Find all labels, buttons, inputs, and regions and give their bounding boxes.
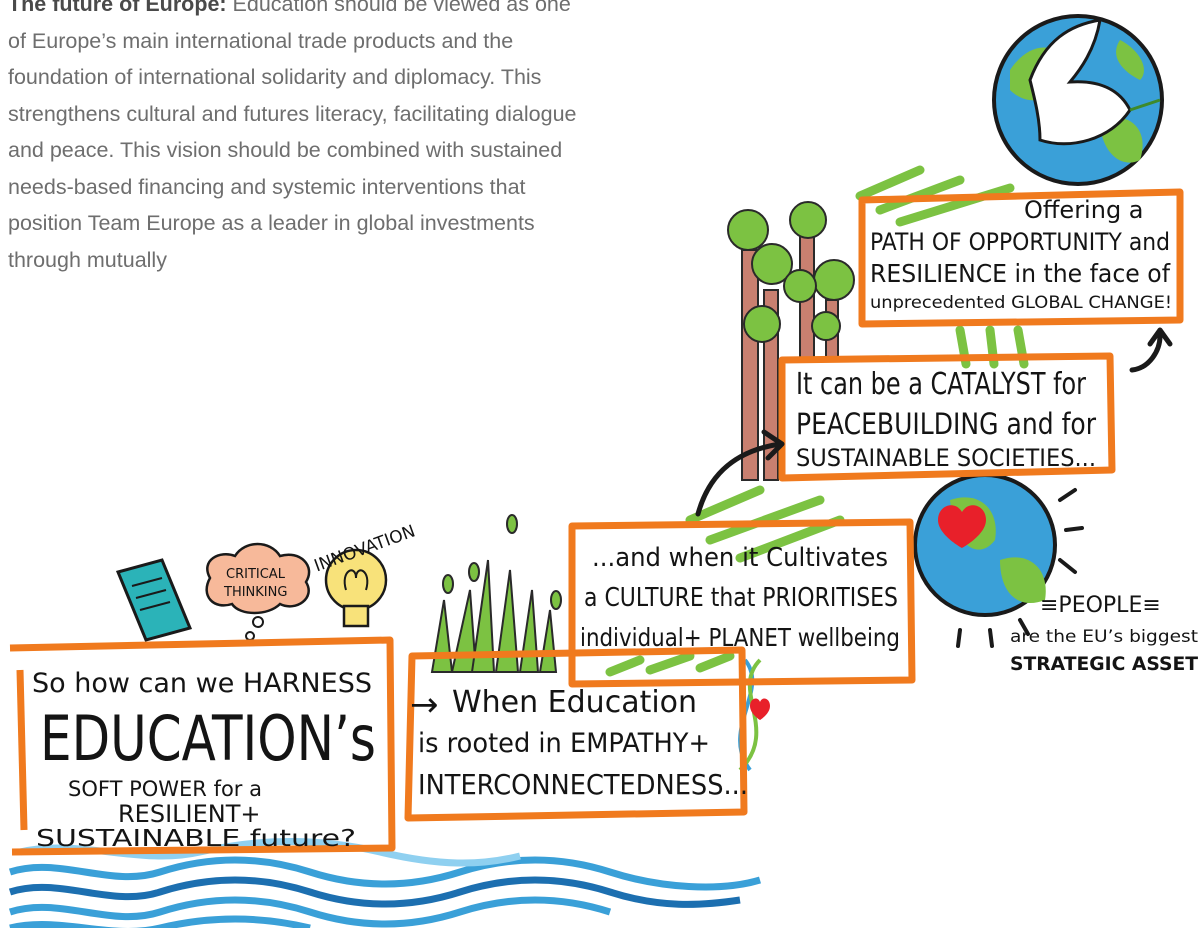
box4-line3: SUSTAINABLE SOCIETIES... [796, 444, 1096, 472]
box3-line1: ...and when it Cultivates [592, 543, 888, 573]
globe-icon [913, 473, 1084, 648]
heart-icon [938, 505, 986, 548]
box5-line4: unprecedented GLOBAL CHANGE! [870, 293, 1172, 313]
intro-paragraph: The future of Europe: Education should b… [8, 0, 578, 278]
thought-cloud-icon: CRITICAL THINKING [205, 542, 311, 641]
people-line3: STRATEGIC ASSET [1010, 653, 1198, 675]
box3-text: ...and when it Cultivates a CULTURE that… [580, 543, 900, 652]
box2-arrow: → [410, 685, 439, 725]
river-waves [8, 838, 762, 928]
box3-line2: a CULTURE that PRIORITISES [584, 583, 898, 613]
box4-line2: PEACEBUILDING and for [796, 407, 1096, 441]
box2-line1: When Education [452, 685, 697, 720]
thinking-label: THINKING [223, 585, 287, 600]
box1-text: So how can we HARNESS EDUCATION’s SOFT P… [32, 668, 376, 852]
people-line2: are the EU’s biggest [1010, 627, 1198, 647]
people-caption: ≡PEOPLE≡ are the EU’s biggest STRATEGIC … [1010, 593, 1198, 675]
people-line1: ≡PEOPLE≡ [1040, 593, 1161, 618]
box1-line1: So how can we HARNESS [32, 668, 372, 699]
box2-text: → When Education is rooted in EMPATHY+ I… [410, 685, 748, 801]
trees [727, 201, 855, 481]
green-stripes [605, 165, 1029, 677]
box4-line1: It can be a CATALYST for [796, 367, 1087, 402]
lightbulb-icon: INNOVATION [312, 521, 418, 628]
box3-line3: individual+ PLANET wellbeing [580, 623, 900, 652]
intro-lead: The future of Europe: [8, 0, 227, 16]
box2-line2: is rooted in EMPATHY+ [418, 728, 710, 759]
box1-line5: SUSTAINABLE future? [36, 826, 356, 852]
globe-with-dove [992, 14, 1164, 186]
arrows [695, 327, 1173, 517]
box5-line3: RESILIENCE in the face of [870, 259, 1171, 288]
box4-text: It can be a CATALYST for PEACEBUILDING a… [796, 367, 1096, 472]
box1-line3: SOFT POWER for a [68, 777, 262, 801]
intro-text: Education should be viewed as one of Eur… [8, 0, 577, 272]
book-icon [115, 558, 193, 642]
sprouts [430, 514, 562, 673]
box2-line3: INTERCONNECTEDNESS... [418, 768, 748, 801]
critical-label: CRITICAL [226, 567, 286, 582]
orange-frames [9, 188, 1184, 856]
box5-line2: PATH OF OPPORTUNITY and [870, 228, 1170, 256]
box1-line2: EDUCATION’s [40, 702, 376, 775]
dove-icon [1028, 18, 1161, 146]
box5-line1: Offering a [1024, 196, 1144, 224]
box5-text: Offering a PATH OF OPPORTUNITY and RESIL… [870, 196, 1172, 313]
box1-line4: RESILIENT+ [118, 800, 261, 828]
